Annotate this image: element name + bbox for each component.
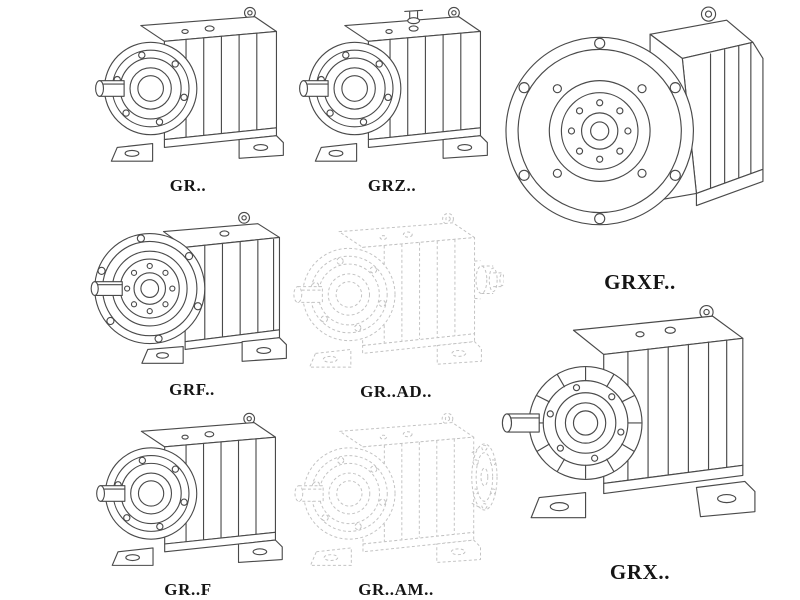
- gearbox-flange-with-feet-drawing: [90, 211, 287, 364]
- figure-grf: GRF..: [86, 206, 298, 404]
- figure-gr-ad: GR..AD..: [288, 208, 504, 404]
- model-label-grxf: GRXF..: [604, 270, 676, 294]
- gearbox-foot-mounted-drawing: [95, 6, 284, 162]
- figure-gr: GR..: [88, 2, 288, 198]
- single-stage-gearbox-foot-mounted-drawing: [501, 304, 756, 519]
- breather-valve-detail: [404, 9, 424, 25]
- model-label-gr-ad: GR..AD..: [360, 382, 432, 401]
- gearbox-foot-mounted-breather-drawing: [299, 6, 488, 162]
- gearbox-motor-adapter-ghost-drawing: [294, 412, 498, 566]
- model-label-grz: GRZ..: [367, 176, 417, 195]
- input-shaft-adapter-detail: [474, 260, 504, 300]
- figure-grxf: GRXF..: [492, 0, 788, 300]
- figure-gr-f: GR..F: [88, 408, 288, 600]
- gearbox-foot-mounted-drawing: [96, 412, 283, 566]
- figure-grx: GRX..: [492, 300, 788, 598]
- model-label-gr: GR..: [169, 176, 207, 195]
- figure-gr-am: GR..AM..: [288, 408, 504, 600]
- motor-adapter-flange-detail: [471, 443, 498, 511]
- model-label-grx: GRX..: [609, 560, 671, 584]
- model-label-gr-f: GR..F: [164, 580, 212, 599]
- figure-grz: GRZ..: [292, 2, 492, 198]
- model-label-grf: GRF..: [169, 380, 215, 399]
- gearbox-flange-mounted-drawing: [505, 6, 764, 226]
- model-label-gr-am: GR..AM..: [358, 580, 434, 599]
- gearbox-input-adapter-ghost-drawing: [293, 212, 504, 368]
